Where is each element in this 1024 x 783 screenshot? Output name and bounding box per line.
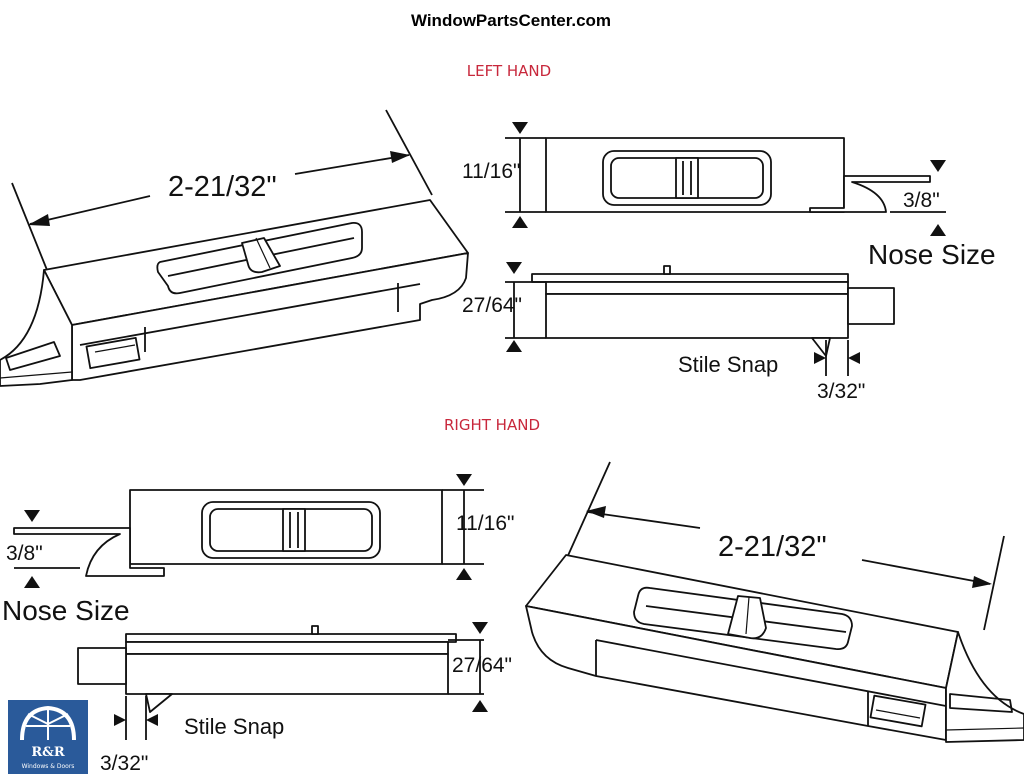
right-hand-perspective-latch xyxy=(525,461,1024,743)
right-hand-depth-label: 27/64" xyxy=(452,654,512,677)
left-hand-side-view xyxy=(505,262,895,376)
right-hand-stile-snap-label: Stile Snap xyxy=(184,714,284,739)
left-hand-title: LEFT HAND xyxy=(467,62,551,80)
right-hand-title: RIGHT HAND xyxy=(444,416,540,434)
left-hand-height-label: 11/16" xyxy=(462,160,520,183)
left-hand-depth-label: 27/64" xyxy=(462,294,522,317)
logo-initials: R&R xyxy=(31,745,65,760)
left-hand-nose-size-label: Nose Size xyxy=(868,239,996,270)
right-hand-top-view xyxy=(13,474,484,588)
left-hand-nose-label: 3/8" xyxy=(903,189,940,212)
left-hand-perspective-latch xyxy=(0,109,469,387)
left-hand-stile-snap-label: Stile Snap xyxy=(678,352,778,377)
right-hand-stile-snap-value: 3/32" xyxy=(100,752,148,775)
right-hand-side-view xyxy=(77,622,488,740)
left-hand-top-view xyxy=(505,122,946,236)
site-title: WindowParts​Center.com xyxy=(411,11,611,30)
left-hand-length-label: 2-21/32" xyxy=(168,171,277,203)
right-hand-nose-label: 3/8" xyxy=(6,542,43,565)
logo-subtitle: Windows & Doors xyxy=(22,763,75,770)
rr-logo: R&R Windows & Doors xyxy=(8,700,88,774)
right-hand-length-label: 2-21/32" xyxy=(718,531,827,563)
right-hand-height-label: 11/16" xyxy=(456,512,514,535)
left-hand-stile-snap-value: 3/32" xyxy=(817,380,865,403)
right-hand-nose-size-label: Nose Size xyxy=(2,595,130,626)
